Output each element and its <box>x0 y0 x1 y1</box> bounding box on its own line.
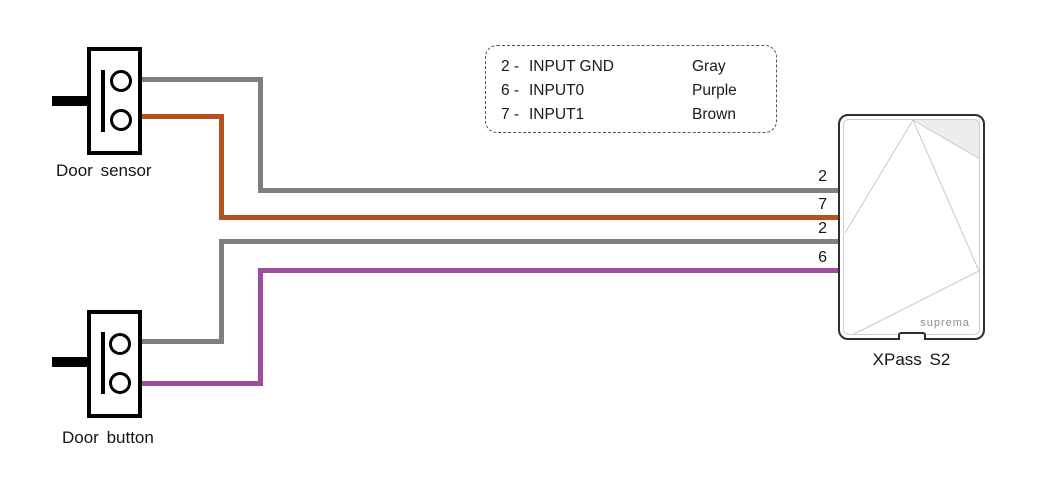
wire-sensor-gnd-h1 <box>142 77 263 82</box>
suprema-logo: suprema <box>920 317 970 329</box>
door-button-pole <box>101 332 105 394</box>
wire-button-gnd-h2 <box>219 239 840 244</box>
legend-color-name: Purple <box>692 82 737 99</box>
pin-number-6: 6 <box>818 249 827 266</box>
legend-color-name: Brown <box>692 106 736 123</box>
door-sensor-arm <box>52 96 103 106</box>
wire-sensor-input1-h2 <box>219 215 840 220</box>
pin-number-2b: 2 <box>818 220 827 237</box>
pin-number-7: 7 <box>818 196 827 213</box>
terminal-circle <box>110 70 132 92</box>
terminal-circle <box>109 372 131 394</box>
xpass-s2-device: suprema <box>838 114 985 340</box>
device-bottom-notch <box>897 332 926 340</box>
wire-button-input0-v <box>258 268 263 386</box>
device-inner-frame <box>843 119 980 335</box>
wire-sensor-input1-h1 <box>142 114 224 119</box>
door-button-symbol <box>87 310 142 418</box>
legend-signal: INPUT GND <box>529 58 614 75</box>
door-sensor-label: Door sensor <box>56 161 152 180</box>
wire-button-input0-h1 <box>142 381 263 386</box>
terminal-circle <box>109 333 131 355</box>
wire-button-gnd-h1 <box>142 339 224 344</box>
door-sensor-symbol <box>87 47 142 155</box>
door-button-label: Door button <box>62 428 154 447</box>
legend-signal: INPUT0 <box>529 82 585 99</box>
wire-sensor-input1-v <box>219 114 224 220</box>
terminal-circle <box>110 109 132 131</box>
legend-row: 2 - INPUT GND Gray <box>501 55 776 79</box>
legend-row: 7 - INPUT1 Brown <box>501 103 776 127</box>
faceplate-pattern <box>844 119 981 335</box>
legend-box: 2 - INPUT GND Gray 6 - INPUT0 Purple 7 -… <box>485 45 777 133</box>
legend-pin: 7 - <box>501 106 520 123</box>
pin-number-2a: 2 <box>818 168 827 185</box>
wire-button-input0-h2 <box>258 268 840 273</box>
door-button-arm <box>52 357 103 367</box>
legend-color-name: Gray <box>692 58 726 75</box>
door-sensor-pole <box>101 70 105 132</box>
wire-button-gnd-v <box>219 239 224 344</box>
xpass-s2-label: XPass S2 <box>872 350 951 369</box>
wire-sensor-gnd-h2 <box>258 188 840 193</box>
legend-pin: 2 - <box>501 58 520 75</box>
wire-sensor-gnd-v <box>258 77 263 193</box>
legend-row: 6 - INPUT0 Purple <box>501 79 776 103</box>
legend-signal: INPUT1 <box>529 106 585 123</box>
legend-pin: 6 - <box>501 82 520 99</box>
